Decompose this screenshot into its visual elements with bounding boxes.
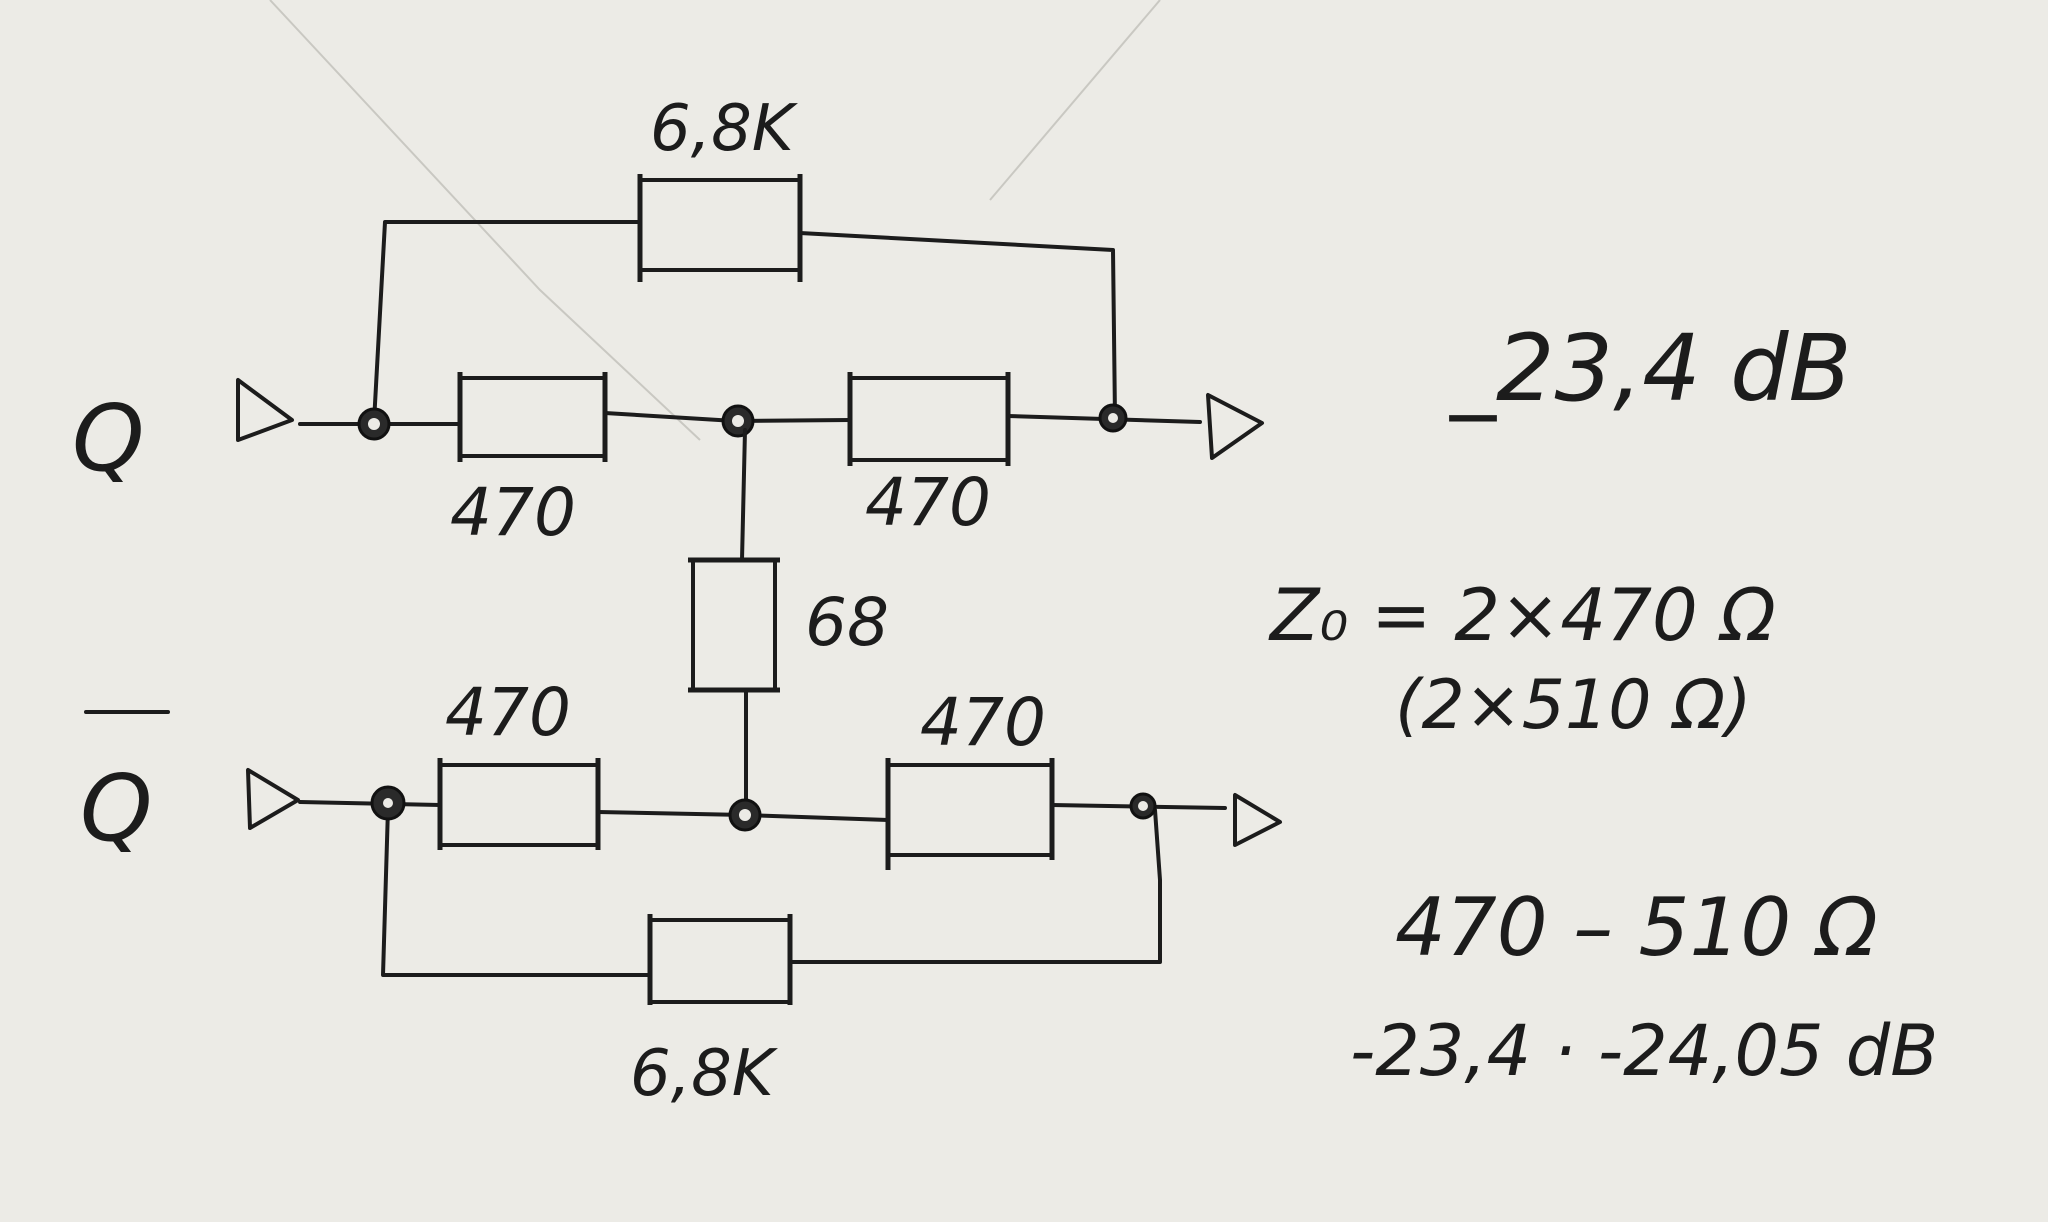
label-input-q-bar: Q bbox=[80, 755, 152, 862]
resistor-top-right bbox=[847, 372, 1011, 466]
label-bottom-left: 470 bbox=[445, 674, 571, 751]
node-bottom-center bbox=[728, 798, 762, 832]
wire-bottom-bridge-right bbox=[788, 808, 1162, 964]
note-impedance-line2: (2×510 Ω) bbox=[1395, 666, 1752, 745]
input-port-q-bar bbox=[246, 768, 300, 830]
wire-top-mid-left bbox=[603, 411, 737, 423]
resistor-top-bridge bbox=[637, 174, 803, 282]
note-range-line2: -23,4 · -24,05 dB bbox=[1350, 1010, 1938, 1092]
shunt-section: 68 bbox=[688, 428, 889, 807]
input-port-q bbox=[236, 378, 294, 442]
label-top-right: 470 bbox=[865, 464, 991, 541]
note-range-line1: 470 – 510 Ω bbox=[1395, 881, 1878, 974]
label-input-q: Q bbox=[72, 385, 144, 492]
wire-bottom-in bbox=[298, 800, 442, 807]
resistor-bottom-right bbox=[885, 758, 1055, 870]
resistor-shunt bbox=[688, 557, 780, 693]
resistor-bottom-left bbox=[437, 758, 601, 850]
wire-top-bridge-right bbox=[798, 231, 1117, 420]
resistor-bottom-bridge bbox=[647, 914, 793, 1005]
output-port-top bbox=[1206, 393, 1264, 460]
label-top-bridge: 6,8K bbox=[650, 92, 799, 166]
node-bottom-input bbox=[370, 785, 406, 821]
label-bottom-bridge: 6,8K bbox=[630, 1037, 779, 1111]
node-top-input bbox=[357, 407, 391, 441]
output-port-bottom bbox=[1233, 793, 1282, 847]
wire-bottom-bridge-left bbox=[381, 806, 652, 977]
note-impedance-line1: Z₀ = 2×470 Ω bbox=[1268, 573, 1776, 657]
bottom-section: Q 470 470 6,8K bbox=[80, 674, 1282, 1111]
paper-fold-lines bbox=[269, 0, 1161, 441]
label-top-left: 470 bbox=[450, 474, 576, 551]
notes: _23,4 dB Z₀ = 2×470 Ω (2×510 Ω) 470 – 51… bbox=[1268, 315, 1938, 1092]
node-top-center bbox=[721, 404, 755, 438]
note-attenuation: _23,4 dB bbox=[1449, 315, 1852, 422]
node-top-output bbox=[1098, 403, 1128, 433]
wire-bottom-mid-right bbox=[743, 813, 890, 822]
wire-top-bridge-left bbox=[372, 220, 642, 424]
top-section: Q 6,8K 470 470 bbox=[72, 92, 1264, 551]
wire-bottom-mid-left bbox=[596, 810, 747, 817]
label-shunt: 68 bbox=[805, 584, 889, 661]
resistor-top-left bbox=[457, 372, 608, 462]
label-bottom-right: 470 bbox=[920, 684, 1046, 761]
wire-shunt-top bbox=[740, 428, 747, 562]
node-bottom-output bbox=[1129, 792, 1157, 820]
